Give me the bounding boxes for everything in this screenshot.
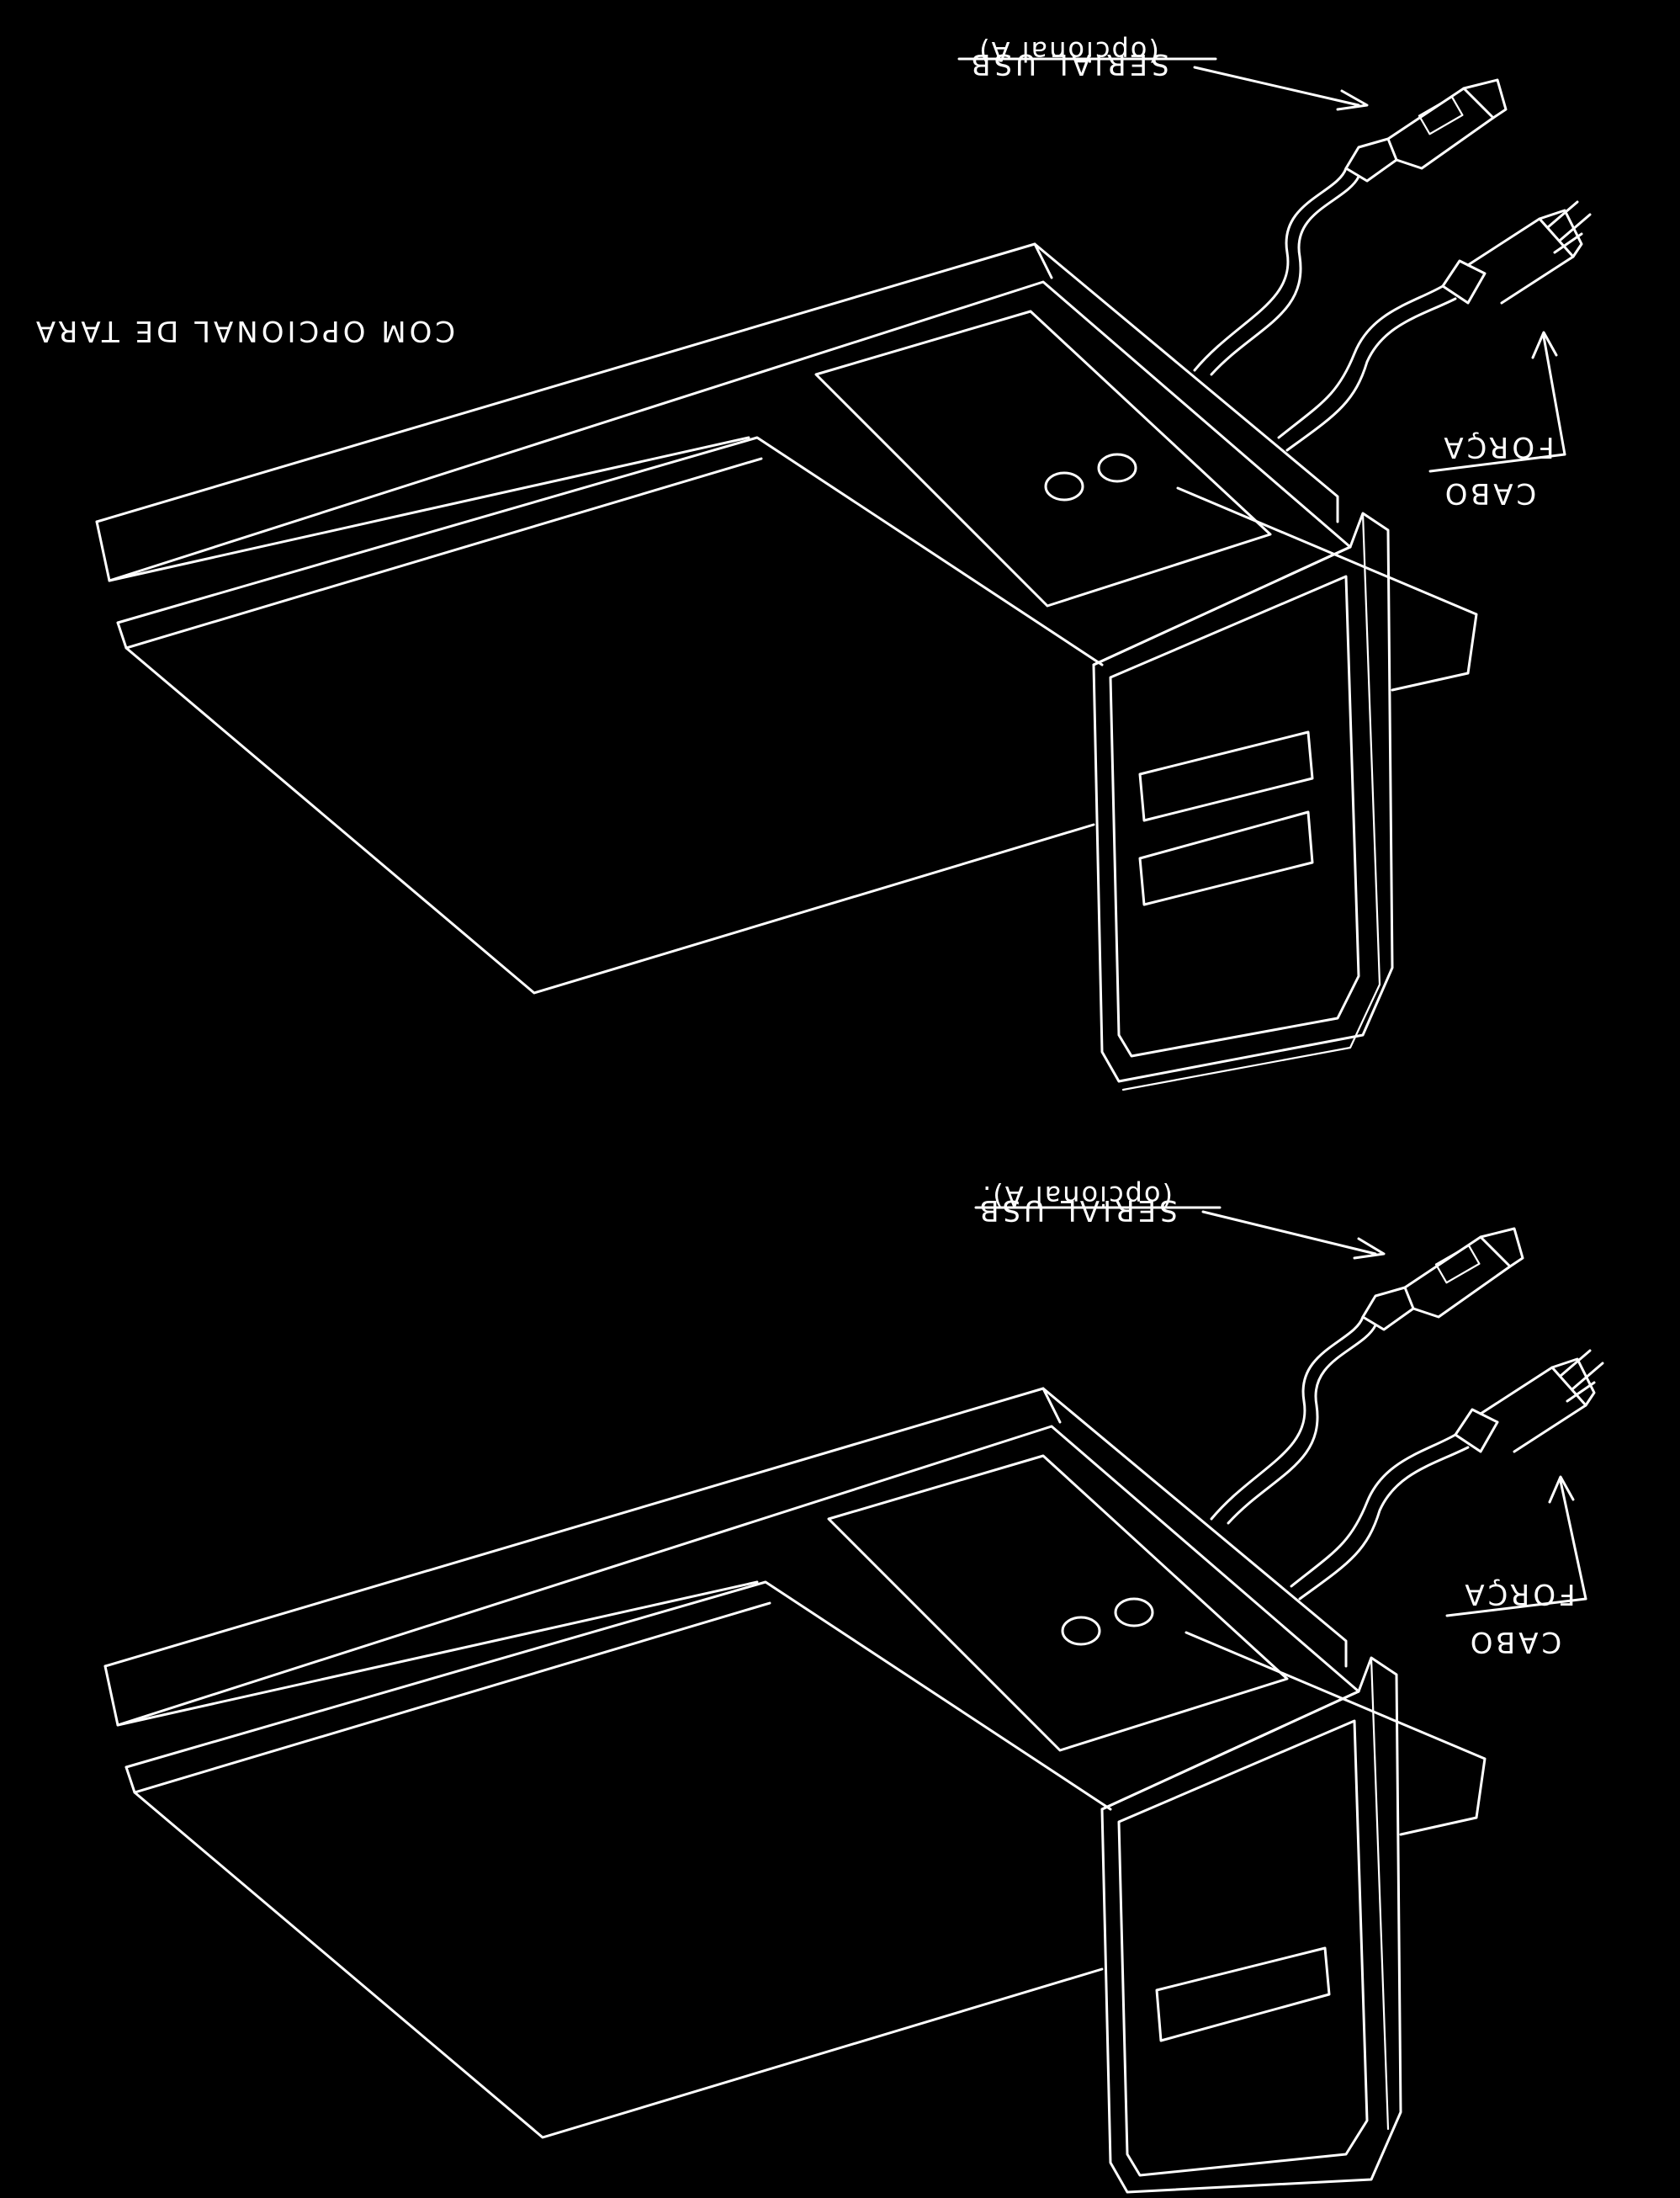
indicator-housing (1100, 1631, 1487, 2194)
tare-button-icon (1044, 471, 1084, 502)
cable-label: CABO (1467, 1625, 1562, 1659)
title-label-group: COM OPCIONAL DE TARA (33, 314, 455, 348)
scale-drawing-standard: SERIAL USB (opcional A). CABO FORÇA (103, 1180, 1604, 2194)
display-windows (1155, 1946, 1331, 2042)
optional-label-group: (opcional A) (978, 35, 1159, 67)
weighing-platform (103, 1387, 1360, 2139)
display-window (1155, 1946, 1331, 2042)
scale-drawing-with-tare: SERIAL USB (opcional A) COM OPCIONAL DE … (33, 35, 1592, 1091)
cable-label-group: CABO (1442, 476, 1537, 510)
zero-button-icon (1097, 453, 1137, 483)
zero-button-icon (1114, 1597, 1154, 1627)
optional-label: (opcional A) (978, 35, 1159, 67)
usb-connector-icon (1361, 1227, 1524, 1331)
callout-arrows (957, 57, 1566, 473)
power-plug-icon (1441, 200, 1592, 305)
indicator-housing (1092, 486, 1478, 1091)
serial-usb-label: SERIAL USB (976, 1193, 1178, 1227)
display-windows (1138, 730, 1314, 906)
serial-usb-label: SERIAL USB (967, 47, 1169, 81)
power-label: FORÇA (1461, 1577, 1575, 1611)
display-window (1138, 810, 1314, 906)
cable-label: CABO (1442, 476, 1537, 510)
optional-label-group: (opcional A). (981, 1180, 1173, 1212)
serial-usb-label-group: SERIAL USB (967, 47, 1169, 81)
weighing-platform (95, 242, 1352, 995)
usb-connector-icon (1344, 78, 1508, 183)
cables (1193, 167, 1457, 452)
power-label-group: FORÇA (1440, 430, 1554, 464)
cable-label-group: CABO (1467, 1625, 1562, 1659)
top-keypad-panel (814, 310, 1272, 608)
power-label: FORÇA (1440, 430, 1554, 464)
serial-usb-label-group: SERIAL USB (976, 1193, 1178, 1227)
tare-option-title: COM OPCIONAL DE TARA (33, 314, 455, 348)
power-label-group: FORÇA (1461, 1577, 1575, 1611)
cables (1210, 1315, 1470, 1601)
power-plug-icon (1454, 1349, 1604, 1453)
callout-arrows (974, 1206, 1587, 1617)
top-keypad-panel (827, 1454, 1289, 1752)
on-button-icon (1061, 1616, 1101, 1646)
display-window (1138, 730, 1314, 822)
optional-label: (opcional A). (981, 1180, 1173, 1212)
